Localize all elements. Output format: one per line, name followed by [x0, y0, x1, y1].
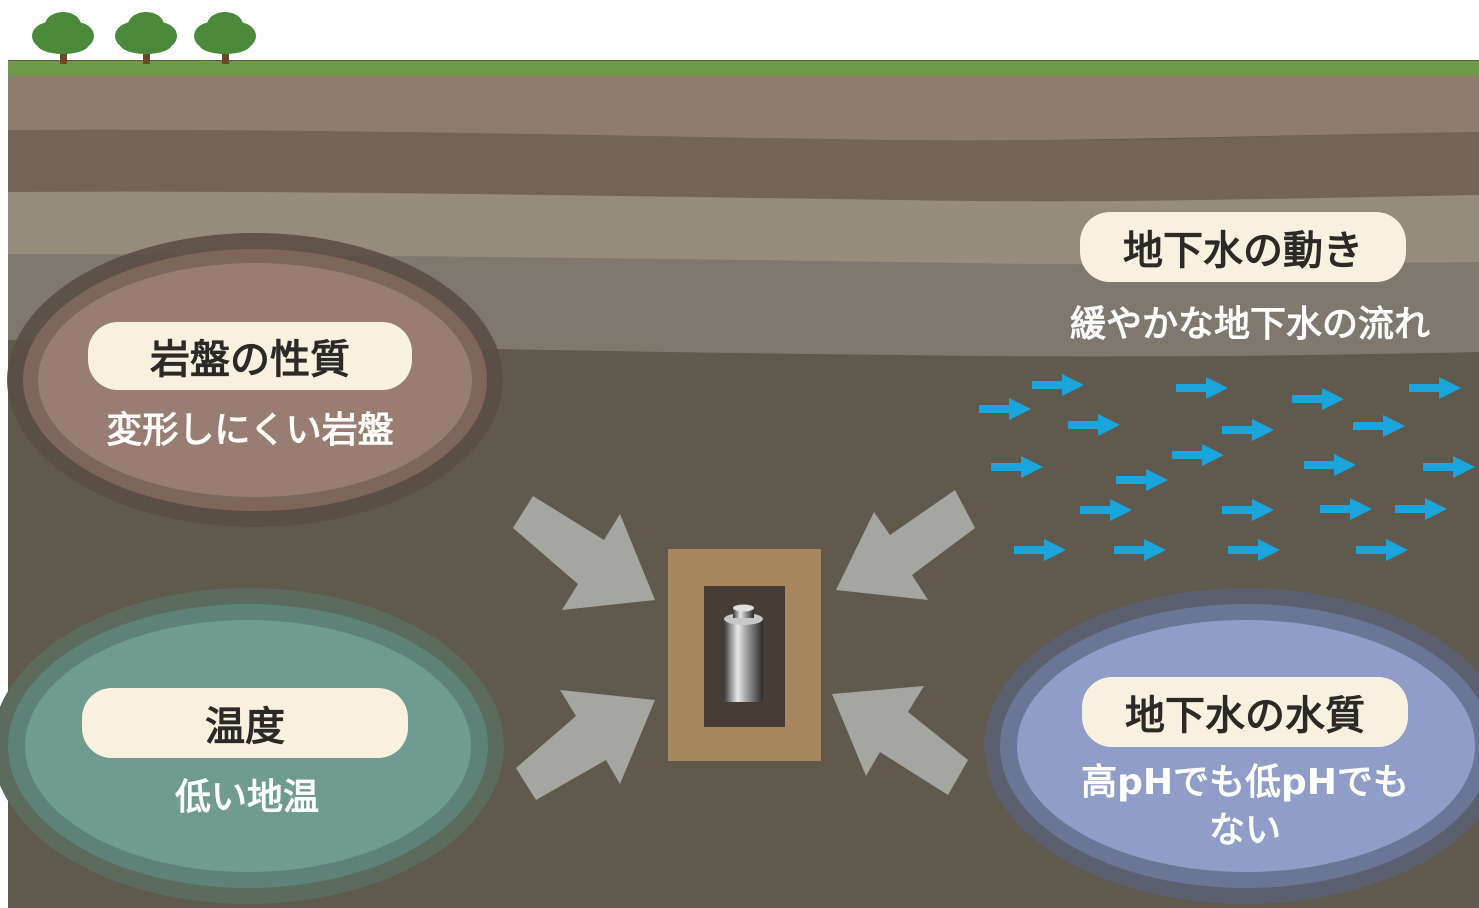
water-quality-title: 地下水の水質 [1082, 677, 1408, 747]
waste-canister-icon [724, 604, 763, 702]
arrow-icon [836, 490, 975, 600]
grass-surface [8, 61, 1479, 76]
water-quality-detail-line1: 高pHでも低pHでも [1081, 762, 1409, 803]
arrow-icon [516, 690, 655, 800]
arrow-icon [513, 496, 655, 610]
temperature-detail: 低い地温 [174, 777, 319, 818]
tree-icon [115, 12, 177, 64]
tree-icon [32, 12, 94, 64]
tree-icon [194, 12, 256, 64]
force-arrows [513, 490, 975, 800]
stratum-layer-2 [8, 124, 1479, 202]
groundwater-flow-detail: 緩やかな地下水の流れ [1069, 304, 1430, 345]
stratum-layer-1 [8, 74, 1479, 141]
groundwater-flow-title: 地下水の動き [1080, 212, 1406, 282]
water-quality-detail-line2: ない [1208, 810, 1281, 851]
rock-property-detail: 変形しにくい岩盤 [106, 410, 394, 451]
arrow-icon [832, 686, 968, 795]
temperature-title: 温度 [82, 688, 408, 758]
rock-property-title: 岩盤の性質 [88, 322, 412, 390]
